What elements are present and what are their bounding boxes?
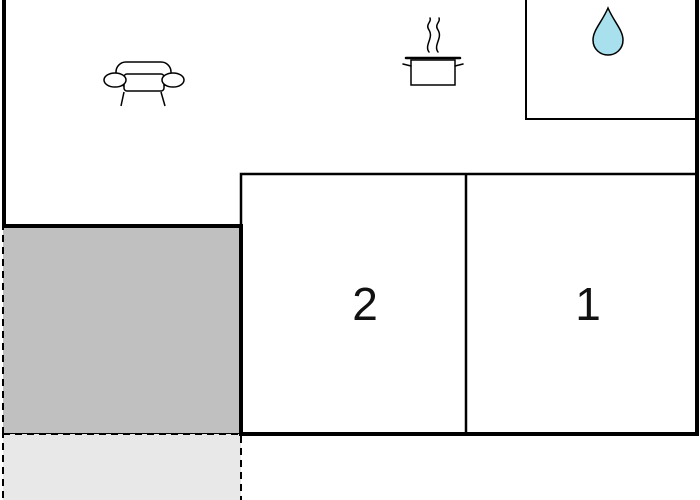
- bathroom-walls: [525, 0, 697, 120]
- water-drop-icon: [592, 6, 624, 56]
- outer-wall: [2, 0, 699, 436]
- bedroom-1-label: 1: [575, 278, 601, 330]
- covered-terrace: [2, 225, 242, 435]
- open-terrace: [2, 433, 242, 500]
- bedroom-2-label: 2: [352, 278, 378, 330]
- bedroom-walls: [239, 172, 697, 226]
- sofa-icon: [103, 61, 185, 107]
- cooking-pot-icon: [402, 17, 464, 86]
